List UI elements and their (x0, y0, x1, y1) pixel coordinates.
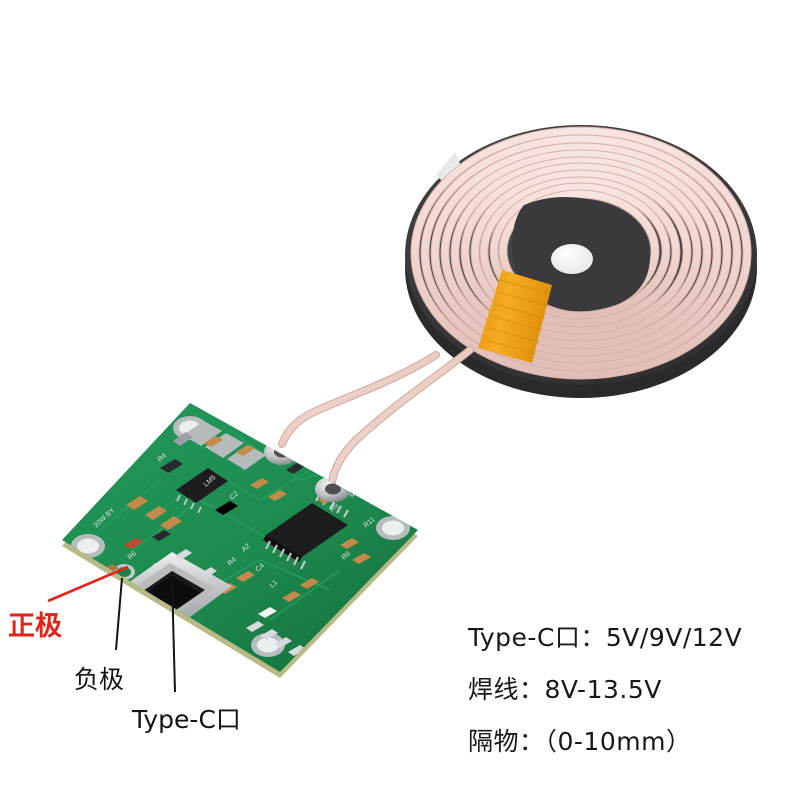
svg-text:C4: C4 (255, 562, 266, 573)
transmitter-coil-assembly (278, 125, 757, 486)
negative-terminal-label: 负极 (74, 665, 125, 694)
svg-text:R4: R4 (157, 452, 168, 463)
svg-text:A2: A2 (241, 542, 252, 553)
spec-line-distance: 隔物：（0-10mm） (468, 727, 692, 756)
coil-lead-wires (278, 346, 474, 486)
coil-center-hole (551, 244, 593, 274)
spec-line-solder-wire: 焊线：8V-13.5V (468, 675, 662, 704)
coil-windings (410, 126, 752, 380)
svg-text:R4: R4 (227, 556, 238, 567)
power-inductors (173, 421, 266, 470)
driver-ic (176, 468, 228, 514)
svg-text:C2: C2 (229, 490, 240, 501)
svg-text:V_BACK: V_BACK (255, 421, 280, 445)
pcb-solder-mask (62, 403, 418, 672)
typec-port-leader (171, 577, 176, 693)
svg-text:R6: R6 (341, 550, 352, 561)
svg-text:L1: L1 (269, 579, 280, 589)
main-controller-ic (263, 493, 349, 570)
svg-text:R5: R5 (329, 502, 340, 513)
positive-terminal-label: 正极 (8, 611, 62, 642)
negative-terminal-leader (115, 577, 123, 651)
annotation-leaders (47, 565, 176, 693)
svg-text:R6: R6 (127, 550, 138, 561)
typec-port-label: Type-C口 (132, 705, 241, 734)
svg-text:SGD: SGD (315, 456, 331, 471)
kapton-tape (478, 270, 552, 363)
wireless-charger-pcb: 20W BY V_BACK C3 MTC1 R11 R6 R4 LM5 C2 A… (62, 403, 418, 678)
spec-line-typec: Type-C口：5V/9V/12V (468, 623, 743, 652)
ferrite-tab (436, 152, 462, 186)
svg-text:C3: C3 (301, 450, 312, 461)
positive-terminal-leader (47, 565, 129, 603)
specification-list: Type-C口：5V/9V/12V 焊线：8V-13.5V 隔物：（0-10mm… (468, 612, 798, 768)
